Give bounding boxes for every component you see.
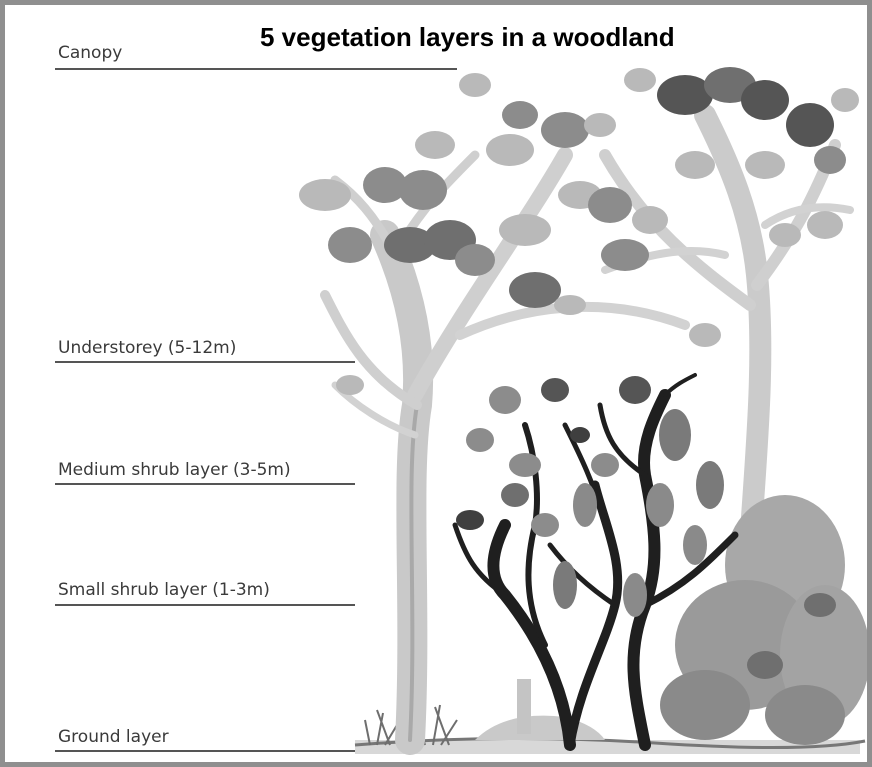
- woodland-illustration: [5, 5, 867, 762]
- layer-label-medium-shrub: Medium shrub layer (3-5m): [58, 460, 291, 480]
- layer-label-ground: Ground layer: [58, 727, 169, 747]
- layer-line-ground: [55, 750, 355, 752]
- layer-line-canopy: [55, 68, 457, 70]
- layer-label-small-shrub: Small shrub layer (1-3m): [58, 580, 270, 600]
- layer-line-understorey: [55, 361, 355, 363]
- layer-line-medium-shrub: [55, 483, 355, 485]
- layer-label-canopy: Canopy: [58, 43, 122, 63]
- layer-label-understorey: Understorey (5-12m): [58, 338, 236, 358]
- diagram-title: 5 vegetation layers in a woodland: [260, 22, 675, 53]
- layer-line-small-shrub: [55, 604, 355, 606]
